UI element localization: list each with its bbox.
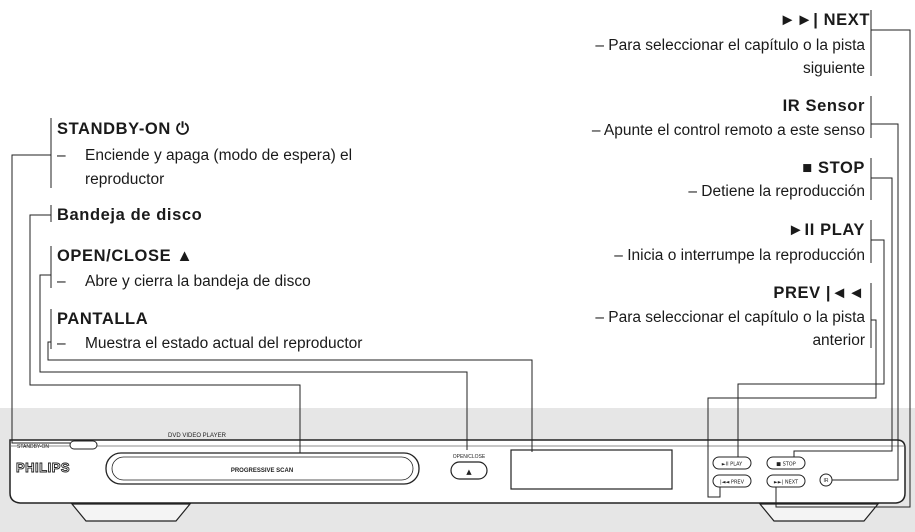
disc-tray-inner — [111, 456, 414, 481]
next-desc-line1: – Para seleccionar el capítulo o la pist… — [595, 37, 865, 54]
standby-device-label: STANDBY-ON — [17, 444, 49, 450]
ir-sensor-desc: – Apunte el control remoto a este senso — [591, 122, 865, 139]
right-foot — [758, 503, 880, 522]
display-desc: – Muestra el estado actual del reproducto… — [57, 332, 362, 356]
standby-leader — [11, 154, 70, 444]
display-title: PANTALLA — [57, 310, 149, 328]
eject-icon: ▲ — [466, 468, 472, 476]
stop-button[interactable] — [766, 456, 806, 470]
play-desc: – Inicia o interrumpe la reproducción — [614, 247, 865, 264]
display-desc-text: Muestra el estado actual del reproductor — [85, 335, 363, 352]
disc-tray — [105, 452, 420, 485]
prev-title: PREV |◄◄ — [773, 284, 865, 302]
play-button-label: ►II PLAY — [722, 462, 743, 468]
next-leader — [775, 29, 911, 508]
prev-desc-line2: anterior — [812, 332, 865, 349]
open-close-desc: – Abre y cierra la bandeja de disco — [57, 270, 311, 294]
display-window — [510, 449, 673, 490]
open-close-desc-text: Abre y cierra la bandeja de disco — [85, 273, 311, 290]
stop-title: ■ STOP — [802, 159, 865, 177]
ir-leader — [832, 123, 899, 481]
next-button[interactable] — [766, 474, 806, 488]
open-close-device-label: OPEN/CLOSE — [453, 454, 486, 460]
play-button[interactable] — [712, 456, 752, 470]
stop-leader — [793, 177, 893, 457]
open-close-button[interactable] — [450, 461, 488, 480]
ir-sensor-title: IR Sensor — [782, 97, 865, 115]
prev-button[interactable] — [712, 474, 752, 488]
tray-label: PROGRESSIVE SCAN — [231, 468, 293, 474]
display-leader — [47, 341, 533, 452]
open-close-dash: – — [57, 273, 66, 290]
prev-desc-line1: – Para seleccionar el capítulo o la pist… — [595, 309, 865, 326]
tray-leader — [29, 214, 301, 453]
prev-leader — [707, 319, 877, 498]
philips-logo: PHILIPS — [16, 460, 70, 475]
standby-title: STANDBY-ON ⏻ — [57, 120, 190, 138]
next-desc-line2: siguiente — [802, 60, 865, 77]
tray-title: Bandeja de disco — [57, 206, 203, 224]
stop-button-label: ■ STOP — [776, 462, 796, 468]
standby-desc-text: Enciende y apaga (modo de espera) el — [85, 147, 353, 164]
play-title: ►II PLAY — [787, 221, 865, 239]
ir-sensor-label: IR — [824, 478, 829, 484]
open-close-title: OPEN/CLOSE ▲ — [57, 247, 194, 265]
play-leader — [737, 239, 885, 457]
prev-button-label: |◄◄ PREV — [720, 480, 745, 486]
standby-dash: – — [57, 147, 66, 164]
display-dash: – — [57, 335, 66, 352]
left-foot — [70, 503, 192, 522]
standby-desc-line1: – Enciende y apaga (modo de espera) el — [57, 144, 352, 168]
open-close-leader — [39, 274, 468, 450]
next-button-label: ►►| NEXT — [774, 480, 799, 486]
standby-button[interactable] — [69, 440, 98, 450]
stop-desc: – Detiene la reproducción — [688, 183, 865, 200]
next-title: ►►| NEXT — [779, 11, 870, 29]
standby-desc-line2: reproductor — [85, 171, 165, 188]
model-label: DVD VIDEO PLAYER — [168, 433, 227, 439]
